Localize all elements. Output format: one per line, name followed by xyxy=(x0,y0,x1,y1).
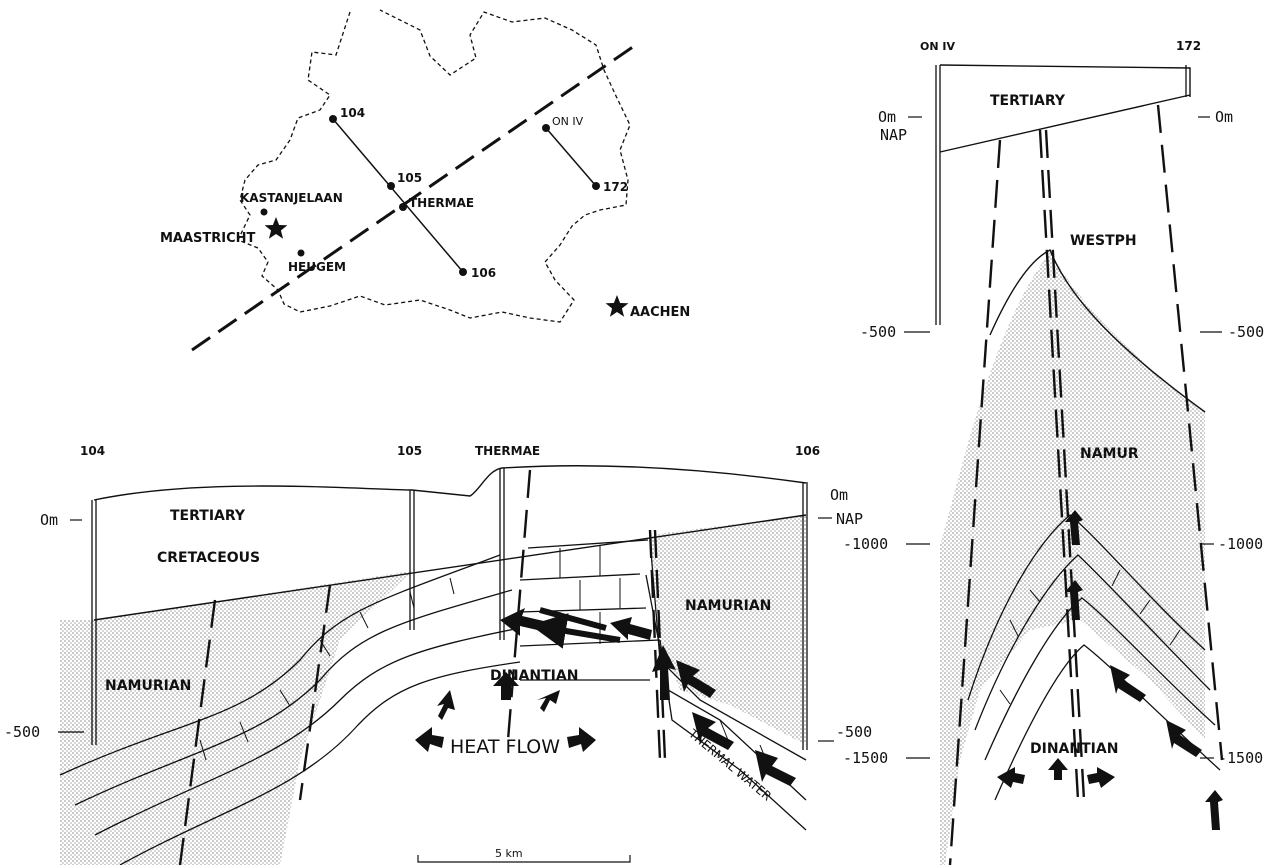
thermae-dot xyxy=(399,203,407,211)
map-label-maastricht: MAASTRICHT xyxy=(160,231,256,246)
unit-tertiary-a: TERTIARY xyxy=(170,508,246,524)
maastricht-star-icon xyxy=(264,217,288,239)
water-arrow-icons xyxy=(500,608,796,786)
axis-b-left-0: Om xyxy=(878,108,896,126)
well-106-dot xyxy=(459,268,467,276)
section-line-oniv-172 xyxy=(545,127,597,187)
unit-dinantian-b: DINANTIAN xyxy=(1030,741,1118,757)
axis-b-right-1500: -1500 xyxy=(1218,749,1263,767)
axis-a-right-nap: NAP xyxy=(836,510,863,528)
brick-ticks-b xyxy=(999,569,1181,705)
axis-a-right-0: Om xyxy=(830,486,848,504)
base-tertiary-line-b xyxy=(939,94,1191,153)
axis-b-right-500: -500 xyxy=(1228,323,1264,341)
thermal-water-arrows xyxy=(530,607,621,649)
unit-westph: WESTPH xyxy=(1070,233,1137,249)
scale-bar xyxy=(417,855,631,863)
well-105-dot xyxy=(387,182,395,190)
map-label-kastanjelaan: KASTANJELAAN xyxy=(240,191,343,205)
heat-flow-arrows xyxy=(415,672,596,752)
unit-namurian-right: NAMURIAN xyxy=(685,598,771,614)
axis-b-right-1000: -1000 xyxy=(1218,535,1263,553)
label-well-oniv: ON IV xyxy=(920,40,955,53)
label-well-172: 172 xyxy=(1176,39,1201,53)
unit-heat-flow: HEAT FLOW xyxy=(450,736,560,758)
kastanjelaan-dot xyxy=(260,208,268,216)
label-well-105: 105 xyxy=(397,444,422,458)
well-lines xyxy=(91,468,808,750)
namur-fill-b xyxy=(940,252,1205,865)
map-label-oniv: ON IV xyxy=(552,115,584,128)
axis-b-left-1500: -1500 xyxy=(843,749,888,767)
heugem-dot xyxy=(297,249,305,257)
unit-namur: NAMUR xyxy=(1080,446,1139,462)
unit-dinantian-a: DINANTIAN xyxy=(490,668,578,684)
base-tertiary-line xyxy=(93,514,807,621)
well-172-dot xyxy=(592,182,600,190)
map-label-thermae: THERMAE xyxy=(409,196,474,210)
map-label-172: 172 xyxy=(603,180,628,194)
surface-line-b xyxy=(939,64,1191,97)
map-boundary xyxy=(237,9,631,323)
axis-a-left-500: -500 xyxy=(4,723,40,741)
cross-section-104-106: 5 km 104 105 THERMAE 106 TERTIARY CRETAC… xyxy=(4,444,872,865)
axis-a-right-500: -500 xyxy=(836,723,872,741)
well-104-dot xyxy=(329,115,337,123)
fault-lines-a xyxy=(178,469,667,865)
axis-b-left-500: -500 xyxy=(860,323,896,341)
label-well-104: 104 xyxy=(80,444,105,458)
unit-tertiary-b: TERTIARY xyxy=(990,93,1066,109)
map-label-aachen: AACHEN xyxy=(630,305,690,320)
surface-line xyxy=(93,465,807,501)
cross-section-oniv-172: ON IV 172 TERTIARY WESTPH NAMUR DINANTIA… xyxy=(843,39,1264,865)
label-well-106: 106 xyxy=(795,444,820,458)
unit-cretaceous-a: CRETACEOUS xyxy=(157,550,260,566)
scale-bar-label: 5 km xyxy=(495,847,523,860)
map-label-105: 105 xyxy=(397,171,422,185)
namurian-fill-right xyxy=(650,515,806,745)
map-label-heugem: HEUGEM xyxy=(288,260,346,274)
well-oniv-dot xyxy=(542,124,550,132)
location-map: 104 105 106 ON IV 172 KASTANJELAAN MAAST… xyxy=(160,9,690,352)
unit-namurian-left: NAMURIAN xyxy=(105,678,191,694)
map-label-106: 106 xyxy=(471,266,496,280)
axis-a-left-0: Om xyxy=(40,511,58,529)
namurian-fill xyxy=(60,571,412,865)
dinantian-layers-left xyxy=(59,554,521,865)
axis-b-right-0: Om xyxy=(1215,108,1233,126)
top-namur-line xyxy=(989,249,1206,413)
aachen-star-icon xyxy=(605,295,629,317)
label-thermae: THERMAE xyxy=(475,444,540,458)
fault-line-map xyxy=(191,40,641,352)
section-line-104-106 xyxy=(332,118,464,273)
fault-lines-b xyxy=(948,104,1224,865)
map-label-104: 104 xyxy=(340,106,365,120)
water-arrow-icons-b xyxy=(997,510,1223,830)
axis-b-left-nap: NAP xyxy=(880,126,907,144)
axis-b-left-1000: -1000 xyxy=(843,535,888,553)
